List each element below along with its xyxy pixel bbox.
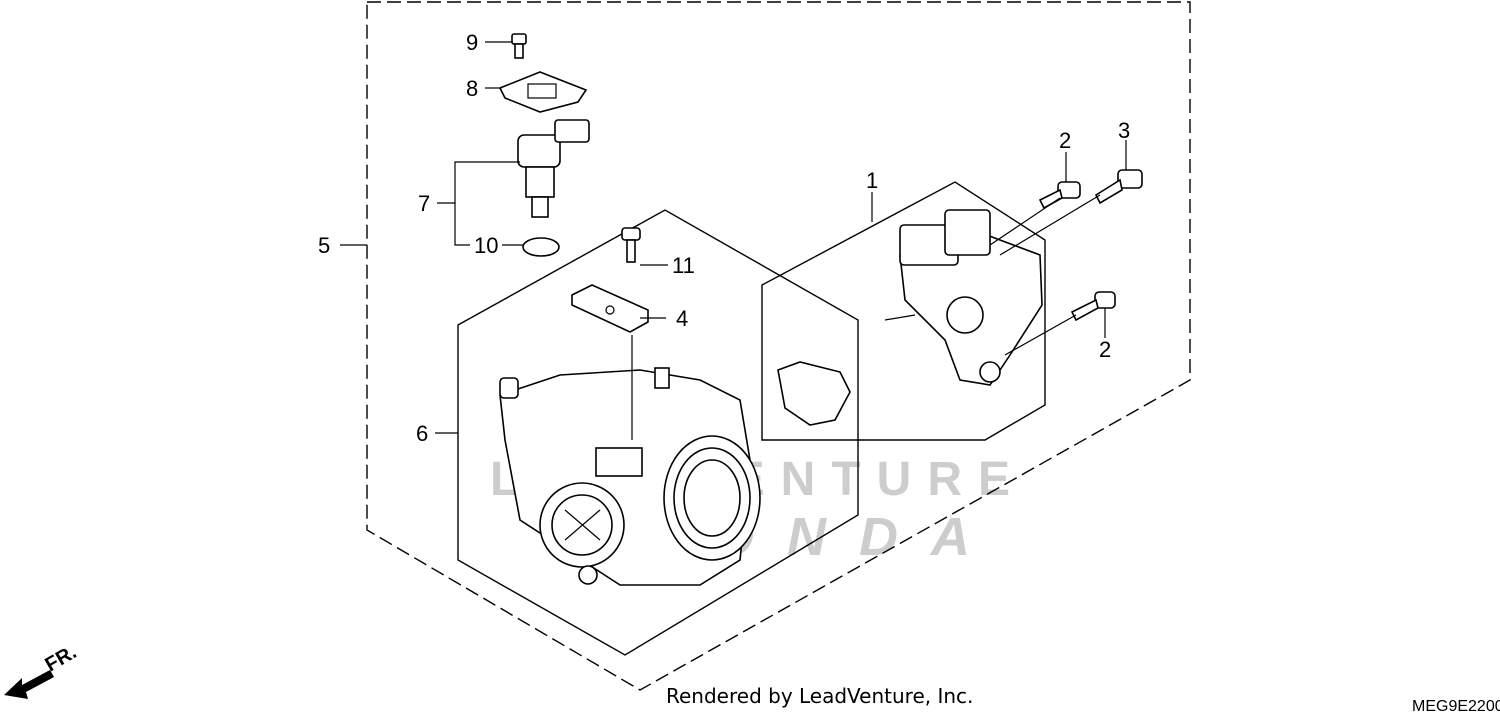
screw-9[interactable] <box>511 33 527 59</box>
callout-10: 10 <box>474 233 498 258</box>
callout-1: 1 <box>866 168 878 193</box>
sensor-unit-outline-1 <box>761 181 1046 441</box>
callout-3: 3 <box>1118 118 1130 143</box>
gasket-8[interactable] <box>498 71 588 113</box>
leader-lines <box>340 41 1127 440</box>
throttle-body-6[interactable] <box>499 367 761 586</box>
assembly-outline-5 <box>366 1 1191 691</box>
screw-3[interactable] <box>1094 169 1143 205</box>
callout-6: 6 <box>416 421 428 446</box>
callout-11: 11 <box>672 253 695 278</box>
callout-4: 4 <box>676 306 688 331</box>
throttle-body-outline-6 <box>457 209 859 656</box>
front-arrow-icon: FR. <box>4 641 80 699</box>
rendered-by-text: Rendered by LeadVenture, Inc. <box>666 684 973 708</box>
callout-8: 8 <box>466 76 478 101</box>
callout-9: 9 <box>466 30 478 55</box>
sensor-7[interactable] <box>517 119 590 218</box>
callout-5: 5 <box>318 233 330 258</box>
callout-2-upper: 2 <box>1059 128 1071 153</box>
screw-2-lower[interactable] <box>1070 291 1116 322</box>
o-ring-10[interactable] <box>522 237 560 257</box>
front-label: FR. <box>42 641 81 676</box>
bracket-4[interactable] <box>571 284 649 333</box>
callout-7: 7 <box>418 191 430 216</box>
diagram-code: MEG9E2200 <box>1412 698 1500 715</box>
screw-2-upper[interactable] <box>1038 181 1081 210</box>
sensor-unit-1[interactable] <box>884 209 1043 386</box>
sensor-gasket <box>777 361 851 426</box>
callout-2-lower: 2 <box>1099 337 1111 362</box>
bolt-11[interactable] <box>621 227 641 263</box>
